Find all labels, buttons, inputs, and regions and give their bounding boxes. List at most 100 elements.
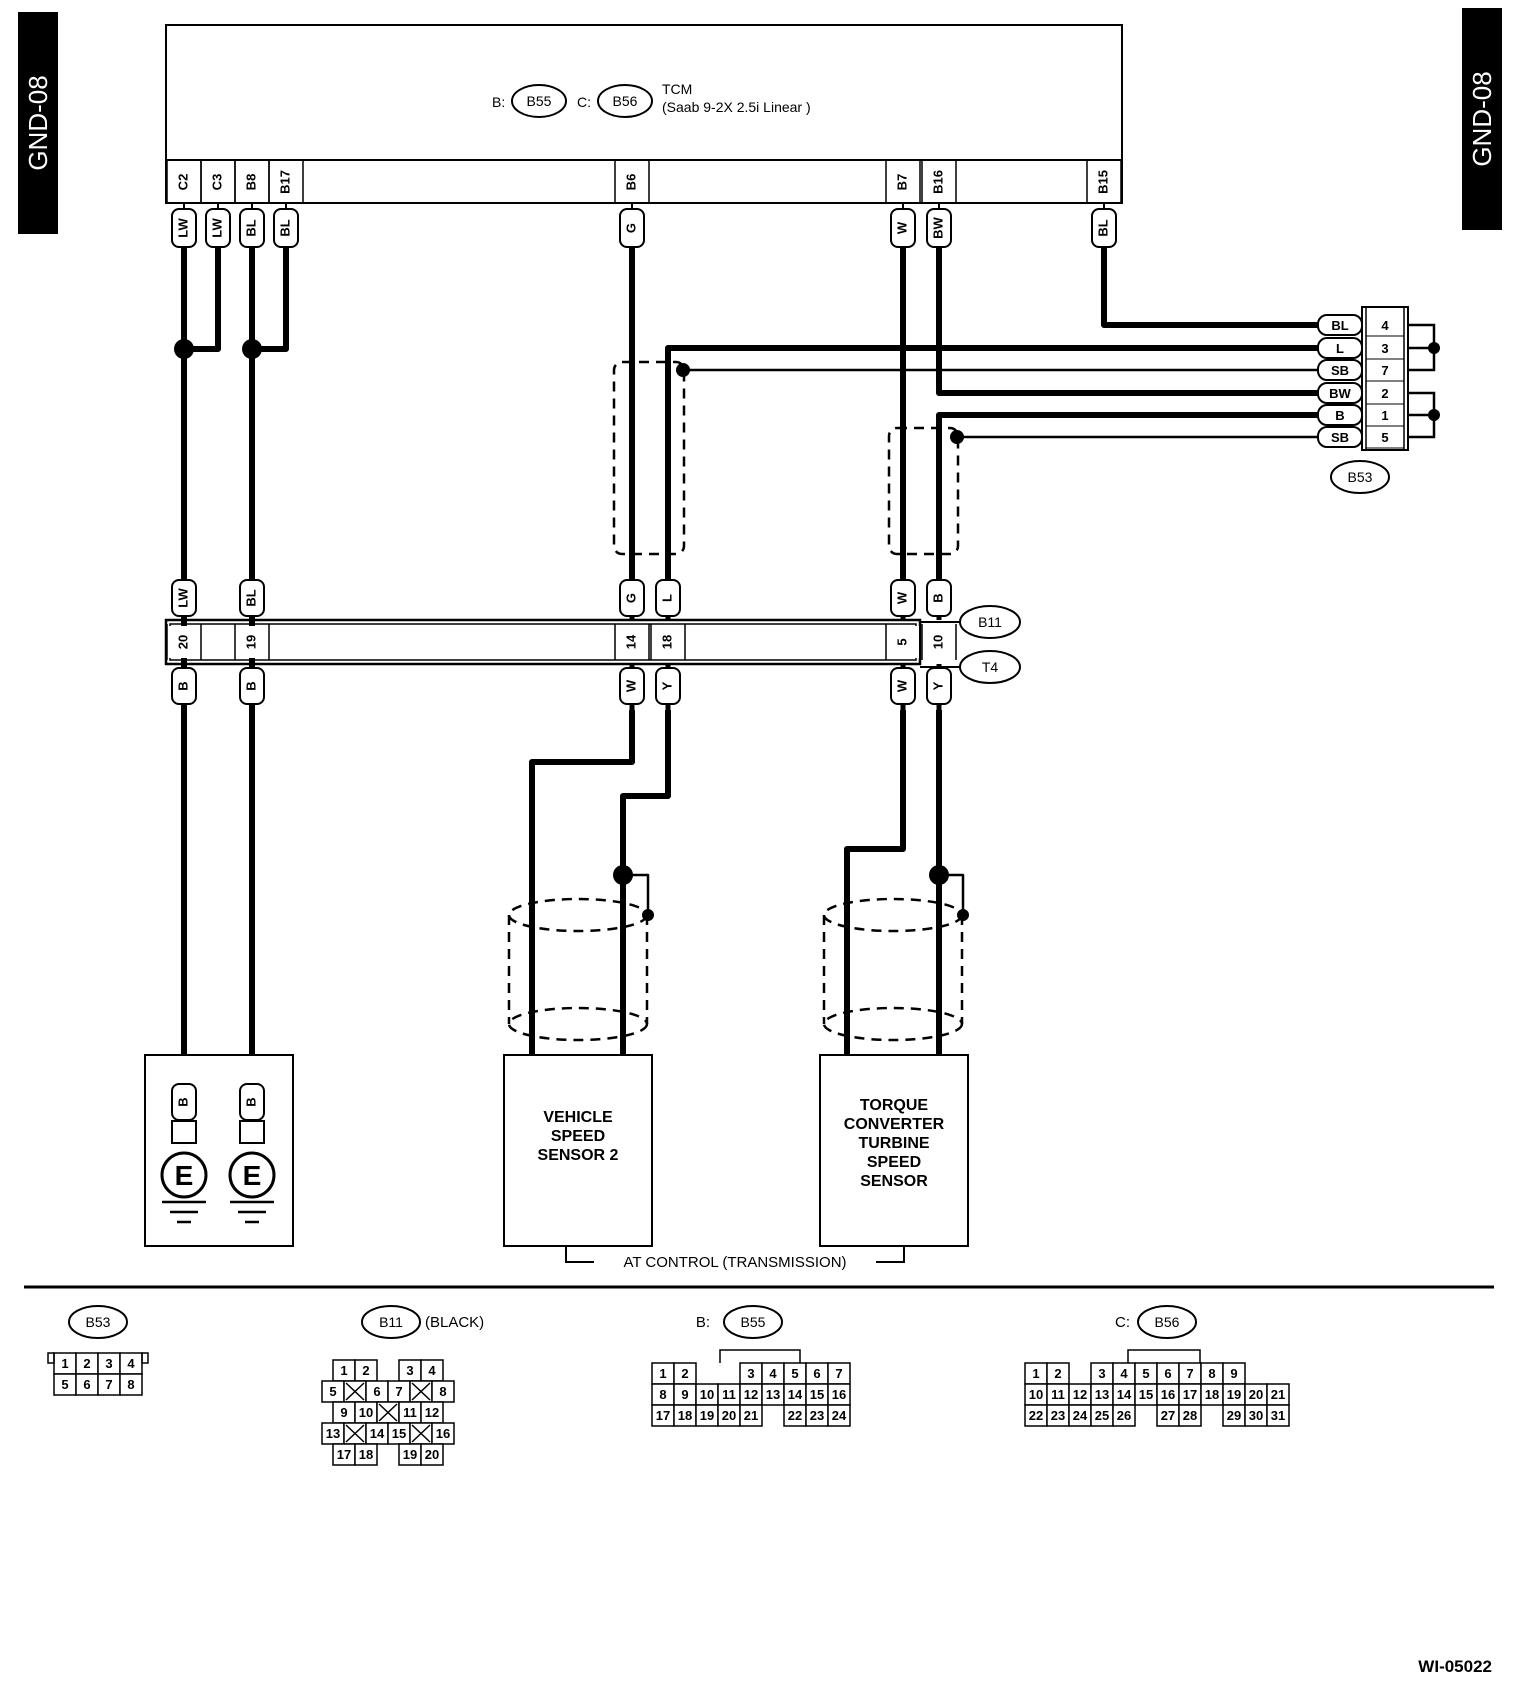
- wire-b16: [936, 248, 1318, 396]
- tcm-wire-B15-label: BL: [1095, 219, 1110, 236]
- connector-pin: 22: [788, 1408, 802, 1423]
- tcm-subtitle: (Saab 9-2X 2.5i Linear ): [662, 99, 811, 115]
- wire-vss2-y-lower: [620, 710, 671, 1055]
- upper-shields: [612, 360, 960, 556]
- b53-pin-number: 5: [1381, 430, 1388, 445]
- connector-pin: 14: [1117, 1387, 1132, 1402]
- connector-pin: 11: [1051, 1387, 1065, 1402]
- tcm-wire-B6: G: [619, 208, 645, 248]
- tcm-pin-B6: B6: [623, 174, 638, 191]
- connector-pin: 5: [329, 1384, 336, 1399]
- connector-pin: 21: [744, 1408, 758, 1423]
- connector-pin: 5: [791, 1366, 798, 1381]
- tcm-label-b: B:: [492, 94, 505, 110]
- tcm-wire-B17-label: BL: [277, 219, 292, 236]
- connector-pin: 1: [659, 1366, 666, 1381]
- b53-harness-name: B53: [1348, 469, 1373, 485]
- connector-pin: 17: [1183, 1387, 1197, 1402]
- b53-wire-color: BL: [1331, 318, 1348, 333]
- joint-upper-14: G: [619, 579, 645, 617]
- joint-pin-cell: [923, 626, 955, 658]
- connector-pin: 4: [1120, 1366, 1128, 1381]
- connector-pin: 3: [406, 1363, 413, 1378]
- joint-lower-14: W: [619, 667, 645, 705]
- connector-view-b55-name: B55: [741, 1314, 766, 1330]
- joint-upper-20: LW: [171, 579, 197, 617]
- connector-pin: 24: [1073, 1408, 1088, 1423]
- connector-view-b11-note: (BLACK): [425, 1314, 484, 1331]
- b53-pin-number: 3: [1381, 341, 1388, 356]
- joint-pin-cell: [168, 626, 200, 658]
- connector-pin: 4: [127, 1356, 135, 1371]
- connector-pin: 18: [678, 1408, 692, 1423]
- connector-pin: 10: [1029, 1387, 1043, 1402]
- ground-wire-1-label: B: [243, 1097, 258, 1106]
- tcm-pin-B7: B7: [894, 174, 909, 191]
- joint-lower-20: B: [171, 667, 197, 705]
- connector-pin: 2: [83, 1356, 90, 1371]
- connector-pin: 28: [1183, 1408, 1197, 1423]
- tcm-wire-C2-label: LW: [175, 218, 190, 238]
- tcm-wire-B17: BL: [273, 208, 299, 248]
- connector-cell: [420, 1443, 444, 1466]
- connector-pin: 13: [1095, 1387, 1109, 1402]
- sensor-1-line-1: CONVERTER: [844, 1116, 945, 1133]
- b53-pin-number: 2: [1381, 386, 1388, 401]
- ground-symbol: BE: [160, 1083, 208, 1224]
- tcm-wire-B7: W: [890, 208, 916, 248]
- connector-pin: 20: [1249, 1387, 1263, 1402]
- connector-cell: [1178, 1404, 1202, 1427]
- ground-wire-1: B: [239, 1083, 265, 1121]
- connector-pin: 18: [359, 1447, 373, 1462]
- joint-upper-19-label: BL: [243, 589, 258, 606]
- joint-lower-20-label: B: [175, 681, 190, 690]
- connector-pin: 8: [127, 1377, 134, 1392]
- lower-shields: [507, 897, 964, 1042]
- connector-pin: 15: [392, 1426, 406, 1441]
- connector-pin: 20: [425, 1447, 439, 1462]
- joint-pin-14: 14: [623, 634, 638, 649]
- wire-tctss-w-lower: [844, 710, 906, 1055]
- connector-cell: [739, 1404, 763, 1427]
- joint-upper-18: L: [655, 579, 681, 617]
- tcm-pin-B17: B17: [277, 170, 292, 194]
- connector-pin: 23: [1051, 1408, 1065, 1423]
- joint-upper-5: W: [890, 579, 916, 617]
- wire-c3: [184, 248, 221, 352]
- connector-view-b55-prefix: B:: [696, 1314, 710, 1331]
- joint-pin-5: 5: [894, 638, 909, 645]
- joint-upper-5-label: W: [894, 591, 909, 604]
- connector-pin: 2: [1054, 1366, 1061, 1381]
- joint-pin-10: 10: [930, 635, 945, 649]
- connector-pin: 16: [1161, 1387, 1175, 1402]
- ground-wire-0: B: [171, 1083, 197, 1121]
- ground-wire-0-label: B: [175, 1097, 190, 1106]
- joint-pin-20: 20: [175, 635, 190, 649]
- right-tab: GND-08: [1462, 8, 1502, 230]
- connector-pin: 7: [105, 1377, 112, 1392]
- connector-cell: [354, 1443, 378, 1466]
- connector-pin: 5: [61, 1377, 68, 1392]
- connector-pin: 5: [1142, 1366, 1149, 1381]
- connector-pin: 30: [1249, 1408, 1263, 1423]
- connector-pin: 16: [436, 1426, 450, 1441]
- wire-vss2-g-lower: [529, 710, 635, 1055]
- splice-dots: [174, 339, 1440, 921]
- sensor-tctss: [819, 1054, 969, 1247]
- tcm-wire-B16: BW: [926, 208, 952, 248]
- group-label: AT CONTROL (TRANSMISSION): [623, 1254, 846, 1271]
- connector-pin: 19: [1227, 1387, 1241, 1402]
- connector-pin: 23: [810, 1408, 824, 1423]
- wire-b15: [1101, 248, 1318, 328]
- connector-view-b56-name: B56: [1155, 1314, 1180, 1330]
- joint-lower-18: Y: [655, 667, 681, 705]
- ground-symbol-label: E: [243, 1160, 262, 1191]
- connector-pin: 7: [395, 1384, 402, 1399]
- ground-symbol: BE: [228, 1083, 276, 1224]
- wire-b17: [252, 248, 289, 352]
- connector-cell: [119, 1373, 143, 1396]
